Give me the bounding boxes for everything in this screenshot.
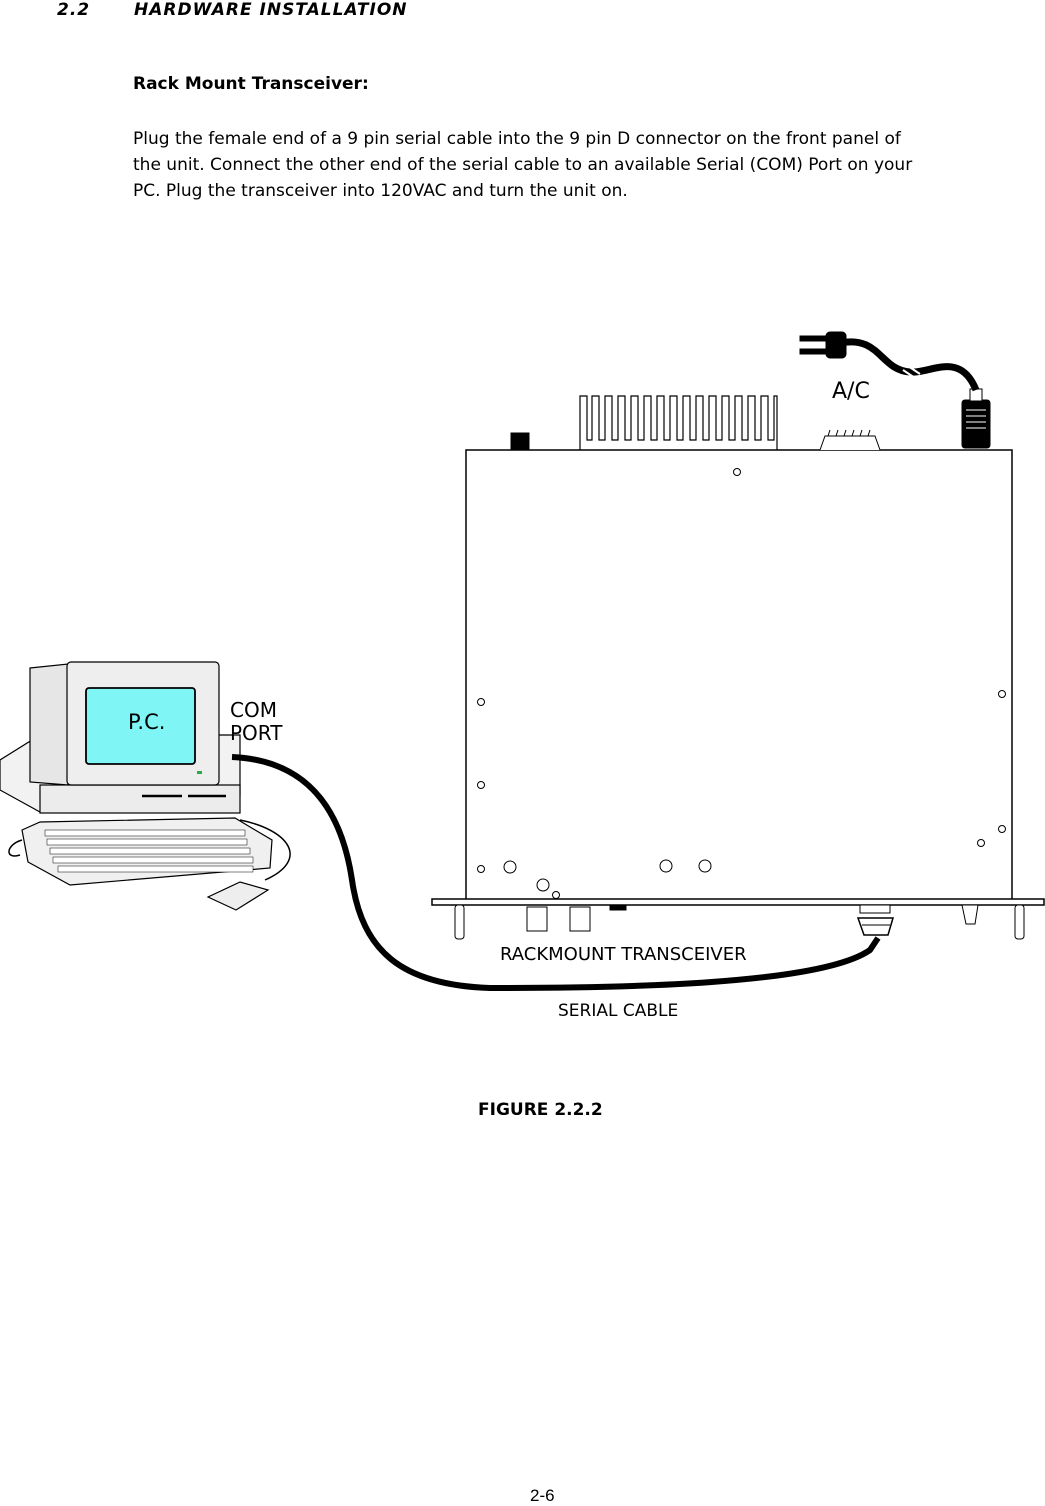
transceiver-label: RACKMOUNT TRANSCEIVER bbox=[500, 944, 747, 965]
com-label-line1: COM bbox=[230, 698, 277, 722]
pc-label: P.C. bbox=[128, 710, 165, 734]
ac-label: A/C bbox=[832, 379, 870, 404]
screw-markers bbox=[477, 468, 1006, 899]
cable-label: SERIAL CABLE bbox=[558, 1001, 678, 1021]
figure-caption: FIGURE 2.2.2 bbox=[478, 1100, 603, 1120]
subheading: Rack Mount Transceiver: bbox=[133, 74, 369, 94]
serial-cable bbox=[231, 754, 895, 992]
section-heading: 2.2 HARDWARE INSTALLATION bbox=[57, 0, 408, 20]
page-number: 2-6 bbox=[530, 1486, 555, 1505]
personal-computer bbox=[0, 661, 291, 911]
ac-power-cord bbox=[799, 331, 980, 392]
section-title: HARDWARE INSTALLATION bbox=[134, 0, 408, 20]
heatsink bbox=[579, 395, 778, 450]
monitor-screen bbox=[85, 687, 196, 765]
com-label-line2: PORT bbox=[230, 721, 283, 745]
keyboard-keys bbox=[44, 829, 254, 873]
rackmount-transceiver bbox=[431, 388, 1045, 940]
section-number: 2.2 bbox=[57, 0, 91, 20]
instructions-paragraph: Plug the female end of a 9 pin serial ca… bbox=[133, 129, 913, 201]
hardware-installation-figure: A/C P.C. COM PORT RACKMOUNT TRANSCEIVER bbox=[0, 331, 1045, 1021]
